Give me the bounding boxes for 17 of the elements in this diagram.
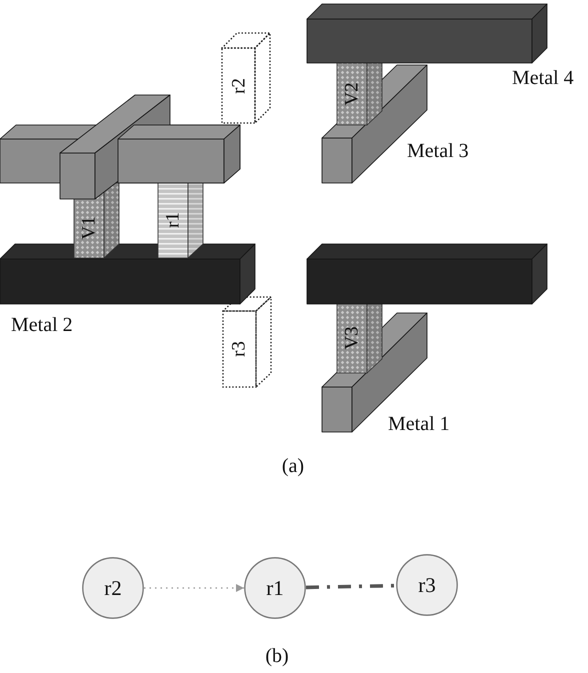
- layer-label: Metal 4: [512, 68, 574, 88]
- block-label: r3: [230, 341, 248, 357]
- via-label: V2: [342, 82, 362, 106]
- layer-label: Metal 1: [388, 414, 450, 434]
- panel-label: (a): [282, 456, 304, 476]
- connector-line: [306, 584, 396, 590]
- via-label: V3: [342, 326, 362, 350]
- circle-node: r3: [396, 554, 458, 616]
- layer-label: Metal 2: [11, 315, 73, 335]
- block-label: r1: [164, 212, 182, 228]
- panel-label: (b): [265, 646, 289, 666]
- circle-node: r2: [82, 557, 144, 619]
- circle-node: r1: [244, 557, 306, 619]
- block-label: r2: [230, 78, 248, 94]
- via-label: V1: [80, 216, 98, 240]
- arrow: [144, 584, 244, 592]
- layer-label: Metal 3: [407, 141, 469, 161]
